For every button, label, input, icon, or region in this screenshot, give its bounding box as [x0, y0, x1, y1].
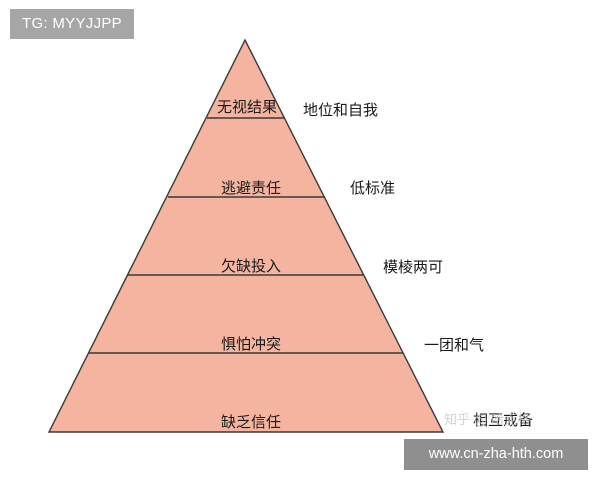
side-label-1: 地位和自我: [303, 101, 378, 119]
side-label-5: 相互戒备: [473, 411, 533, 429]
side-label-3: 模棱两可: [383, 258, 443, 276]
side-label-4: 一团和气: [424, 336, 484, 354]
pyramid-level-3-label: 欠缺投入: [221, 257, 281, 275]
pyramid-level-1-label: 无视结果: [217, 98, 277, 116]
url-badge: www.cn-zha-hth.com: [404, 439, 588, 470]
tg-badge: TG: MYYJJPP: [10, 9, 134, 39]
pyramid-level-2-label: 逃避责任: [221, 179, 281, 197]
side-label-2: 低标准: [350, 179, 395, 197]
watermark: 知乎 @ 哈克格: [444, 412, 530, 428]
pyramid-shape: [47, 38, 445, 433]
level-dividers: [89, 117, 403, 354]
pyramid-level-5-label: 缺乏信任: [221, 413, 281, 431]
pyramid-level-4-label: 惧怕冲突: [221, 335, 281, 353]
